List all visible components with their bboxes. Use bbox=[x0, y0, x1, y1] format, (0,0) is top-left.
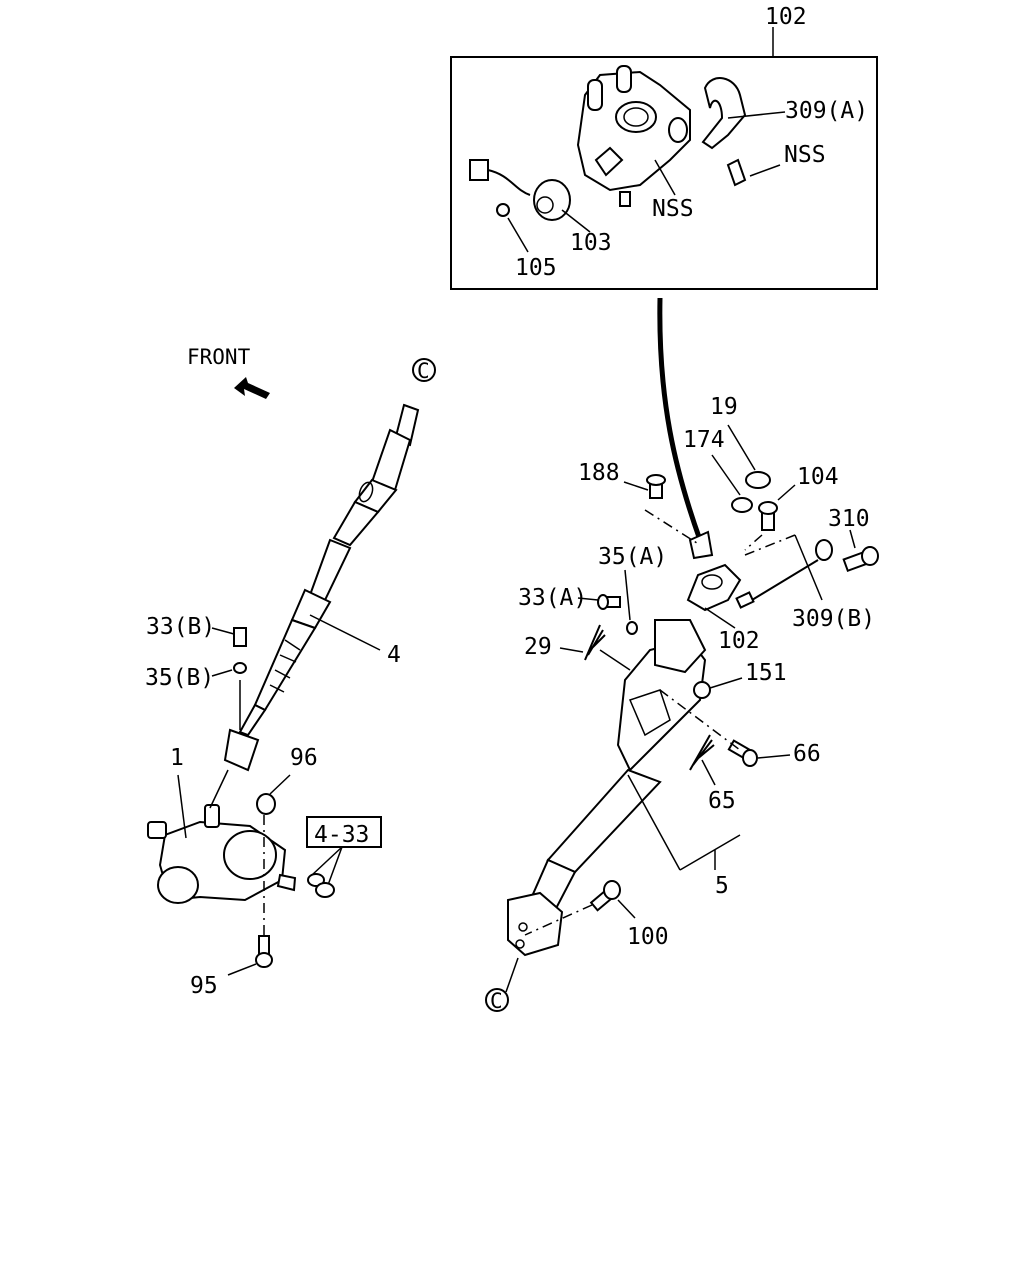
spring-65 bbox=[689, 734, 716, 786]
washer-35b bbox=[211, 662, 247, 730]
label-102-column: 102 bbox=[718, 628, 760, 654]
label-103: 103 bbox=[570, 230, 612, 256]
ref-box-label: 4-33 bbox=[314, 822, 369, 848]
bolt-33a bbox=[577, 594, 621, 610]
washer-35a bbox=[624, 569, 638, 635]
label-310: 310 bbox=[828, 506, 870, 532]
label-1: 1 bbox=[170, 745, 184, 771]
label-29: 29 bbox=[524, 634, 552, 660]
screw-105 bbox=[496, 203, 529, 253]
inset-frame bbox=[450, 56, 878, 290]
label-188: 188 bbox=[578, 460, 620, 486]
spring-29 bbox=[559, 624, 631, 671]
bolt-310 bbox=[842, 529, 879, 573]
bolt-33b bbox=[211, 627, 247, 647]
front-arrow-icon bbox=[234, 377, 270, 399]
cable-309b bbox=[735, 534, 833, 609]
label-19: 19 bbox=[710, 394, 738, 420]
intermediate-shaft-4: C bbox=[223, 358, 436, 772]
label-nss-center: NSS bbox=[652, 196, 694, 222]
label-95: 95 bbox=[190, 973, 218, 999]
ignition-switch-103 bbox=[469, 159, 591, 233]
steering-gearbox-1 bbox=[147, 769, 297, 904]
part-174 bbox=[711, 454, 753, 513]
label-96: 96 bbox=[290, 745, 318, 771]
connector-c-top bbox=[412, 358, 436, 382]
bolt-66 bbox=[659, 689, 791, 767]
connector-c-bottom: C bbox=[485, 957, 519, 1013]
label-4: 4 bbox=[387, 642, 401, 668]
label-66: 66 bbox=[793, 741, 821, 767]
connector-c-bottom-letter: C bbox=[490, 989, 503, 1013]
label-33a: 33(A) bbox=[518, 585, 587, 611]
steering-lock-body bbox=[576, 65, 691, 207]
inset-part-number: 102 bbox=[765, 4, 807, 30]
label-65: 65 bbox=[708, 788, 736, 814]
front-indicator: FRONT bbox=[187, 345, 270, 399]
ring-19 bbox=[727, 424, 771, 489]
inset-ignition-switch-assembly: 102 309(A) NSS NSS bbox=[450, 4, 878, 290]
label-309a: 309(A) bbox=[785, 98, 868, 124]
ref-box bbox=[306, 816, 382, 848]
bolt-100 bbox=[524, 880, 636, 936]
connector-c-top-letter: C bbox=[417, 359, 430, 383]
label-35a: 35(A) bbox=[598, 544, 667, 570]
label-nss-right: NSS bbox=[784, 142, 826, 168]
steering-column-5 bbox=[507, 530, 742, 957]
label-174: 174 bbox=[683, 427, 725, 453]
bolt-104 bbox=[744, 484, 796, 551]
label-5: 5 bbox=[715, 873, 729, 899]
label-151: 151 bbox=[745, 660, 787, 686]
label-33b: 33(B) bbox=[146, 614, 215, 640]
nut-151 bbox=[693, 677, 743, 699]
bolt-188 bbox=[623, 474, 701, 546]
front-label: FRONT bbox=[187, 345, 251, 369]
clip-309a bbox=[701, 77, 786, 150]
label-100: 100 bbox=[627, 924, 669, 950]
inset-leader-line bbox=[657, 297, 703, 541]
ref-4-33: 4-33 bbox=[306, 816, 382, 898]
label-309b: 309(B) bbox=[792, 606, 875, 632]
label-35b: 35(B) bbox=[145, 665, 214, 691]
screw-nss-right bbox=[726, 158, 781, 187]
bolt-95 bbox=[227, 935, 273, 976]
label-104: 104 bbox=[797, 464, 839, 490]
nut-96 bbox=[256, 774, 291, 935]
label-105: 105 bbox=[515, 255, 557, 281]
